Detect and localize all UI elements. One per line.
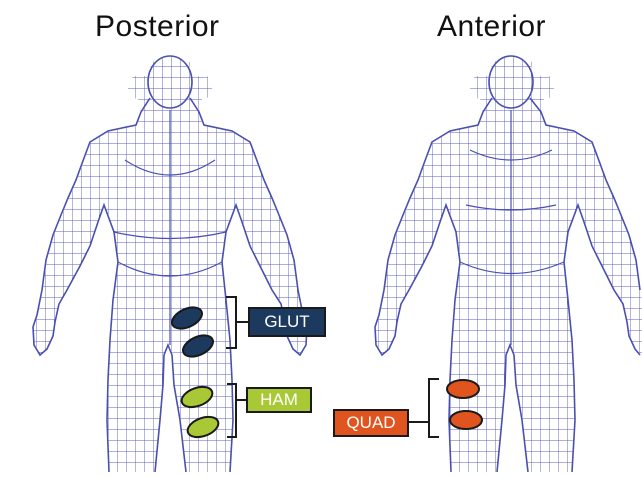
quad-bracket (409, 379, 439, 437)
anterior-body (320, 0, 642, 472)
posterior-title: Posterior (95, 10, 220, 44)
anterior-figure (320, 0, 642, 472)
anterior-title: Anterior (437, 10, 546, 44)
glut-label: GLUT (248, 307, 326, 337)
quad-marker-lower (450, 411, 482, 429)
quad-label: QUAD (333, 409, 409, 437)
ham-label: HAM (246, 387, 312, 413)
quad-marker-upper (447, 380, 479, 398)
